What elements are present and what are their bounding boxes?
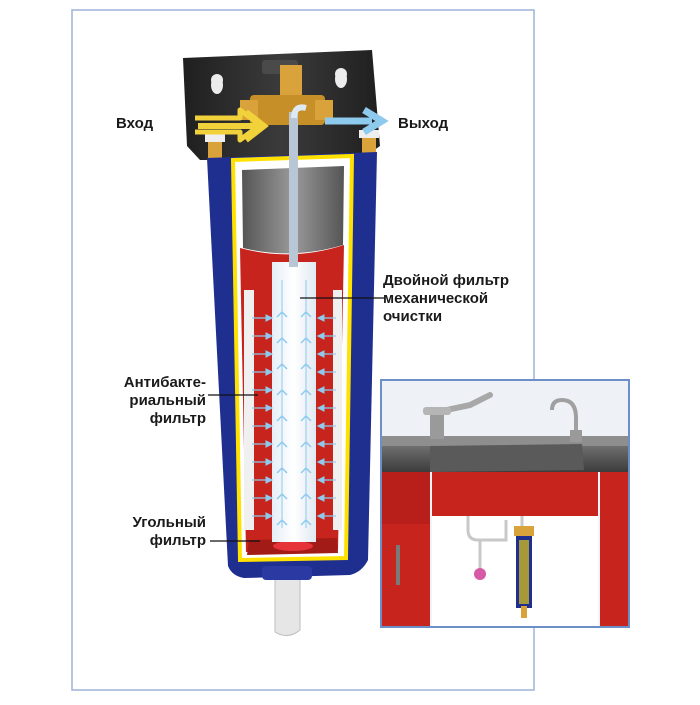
carbon-label-line1: Угольный: [132, 514, 206, 531]
antibacterial-label-line2: риальный: [129, 392, 206, 409]
cabinet-drawer: [432, 472, 598, 516]
upflow-arrows: [276, 280, 312, 528]
diagram-frame: [71, 9, 535, 691]
mechanical-filter-core: [272, 262, 316, 542]
kitchen-inset: [380, 379, 630, 628]
outlet-label: Выход: [398, 115, 449, 132]
double-filter-label: Двойной фильтр механической очистки: [383, 272, 509, 326]
cabinet-right: [600, 472, 628, 626]
inlet-arrow: [195, 107, 269, 143]
outlet-arrow: [291, 104, 389, 135]
double-filter-label-line2: механической: [383, 290, 489, 307]
antibacterial-label-line1: Антибакте-: [123, 374, 206, 391]
carbon-label: Угольный фильтр: [106, 514, 206, 550]
drain-plug: [274, 573, 301, 636]
double-filter-label-line3: очистки: [383, 308, 443, 325]
flow-arrows: [252, 314, 336, 520]
carbon-label-line2: фильтр: [149, 532, 206, 549]
main-faucet: [430, 413, 444, 439]
brass-fitting: [205, 65, 379, 162]
filtered-water-faucet: [550, 397, 578, 440]
inlet-label: Вход: [116, 115, 154, 132]
outlet-pipe: [289, 112, 298, 267]
double-filter-label-line1: Двойной фильтр: [383, 272, 509, 289]
antibacterial-label: Антибакте- риальный фильтр: [98, 374, 206, 428]
antibacterial-label-line3: фильтр: [149, 410, 206, 427]
